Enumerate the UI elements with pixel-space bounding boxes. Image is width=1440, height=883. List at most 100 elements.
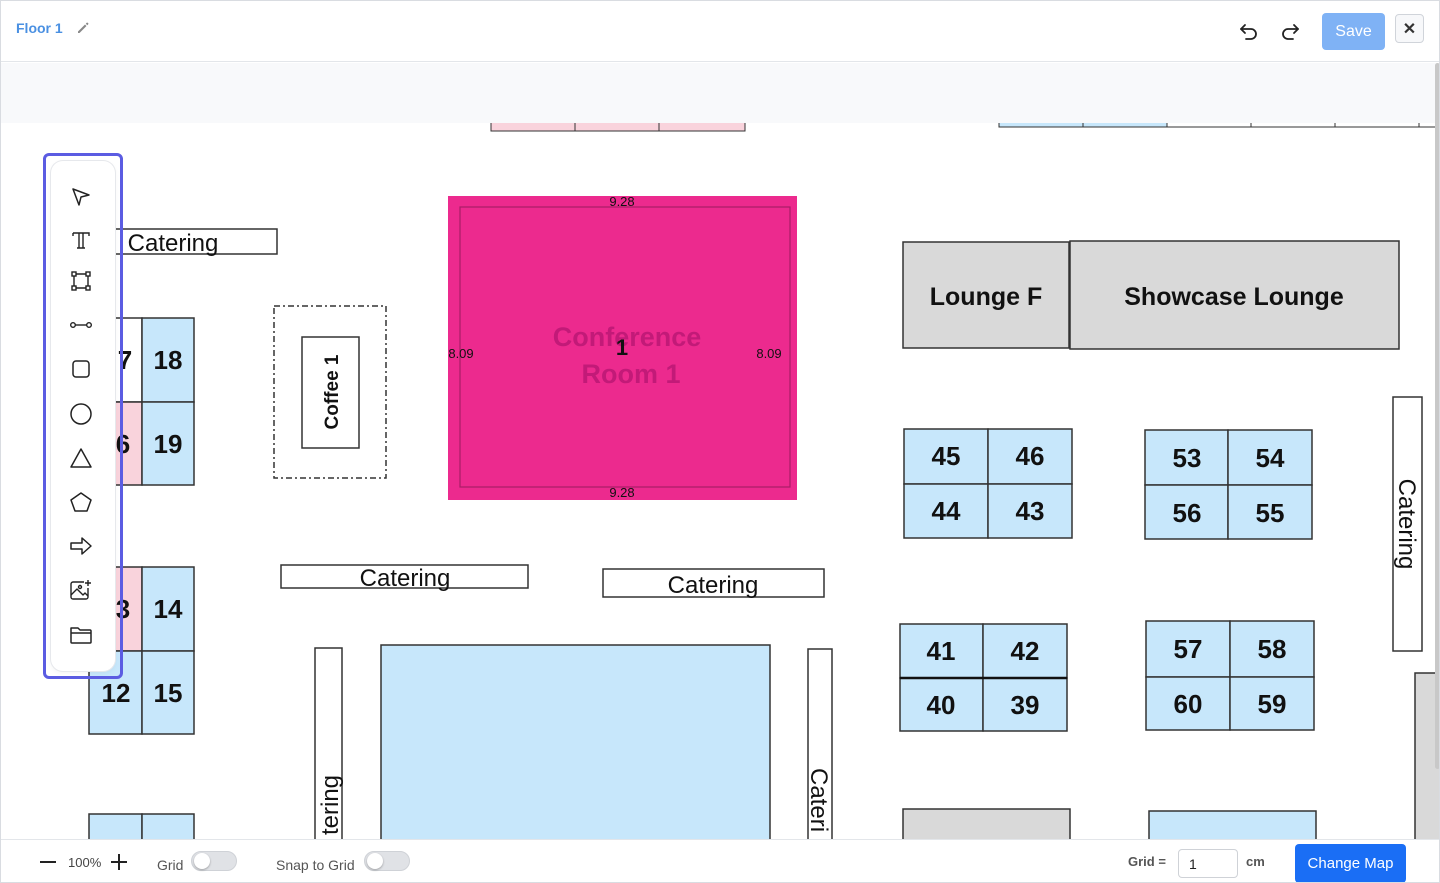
- booth-label: 57: [1174, 634, 1203, 664]
- grid-size-label: Grid =: [1128, 854, 1166, 869]
- text-icon: [72, 232, 90, 249]
- booth-label: 55: [1256, 498, 1285, 528]
- grid-unit-label: cm: [1246, 854, 1265, 869]
- add-image-icon: [70, 580, 91, 600]
- floor-title[interactable]: Floor 1: [16, 20, 63, 36]
- vertical-scrollbar[interactable]: [1435, 63, 1439, 769]
- add-image-tool[interactable]: [69, 578, 93, 602]
- toggle-knob: [367, 853, 383, 869]
- transform-tool[interactable]: [69, 269, 93, 293]
- dimension-left: 8.09: [448, 346, 473, 361]
- booth-block-53[interactable]: 53 54 56 55: [1144, 429, 1313, 540]
- grid-size-input[interactable]: [1178, 849, 1238, 878]
- catering-label: Catering: [1393, 479, 1420, 570]
- booth-label: 12: [102, 678, 131, 708]
- triangle-tool[interactable]: [69, 446, 93, 470]
- catering-label: Cateri: [805, 768, 832, 832]
- booth-label: 45: [932, 441, 961, 471]
- redo-icon[interactable]: [1278, 20, 1302, 44]
- arrow-tool[interactable]: [69, 534, 93, 558]
- change-map-button[interactable]: Change Map: [1295, 844, 1406, 882]
- conference-room-selected[interactable]: Conference Room 1 1 9.28 9.28 8.09 8.09: [448, 194, 797, 500]
- booth-label: 42: [1011, 636, 1040, 666]
- select-tool[interactable]: [69, 185, 93, 209]
- coffee-label: Coffee 1: [322, 354, 343, 429]
- booth-label: 56: [1173, 498, 1202, 528]
- transform-icon: [71, 271, 91, 291]
- booth-label: 18: [154, 345, 183, 375]
- booth-label: 15: [154, 678, 183, 708]
- catering-area-middle-left[interactable]: Catering: [280, 564, 529, 592]
- catering-area-middle-right[interactable]: Catering: [602, 568, 825, 599]
- snap-to-grid-toggle[interactable]: [364, 851, 410, 871]
- rectangle-tool[interactable]: [69, 357, 93, 381]
- editor-footer: 100% Grid Snap to Grid Grid = cm Change …: [1, 839, 1439, 882]
- line-tool[interactable]: [69, 313, 93, 337]
- catering-area-lower-left[interactable]: tering: [314, 647, 344, 839]
- triangle-icon: [70, 448, 92, 468]
- folder-tool[interactable]: [69, 623, 93, 647]
- cursor-icon: [72, 188, 90, 206]
- rectangle-icon: [72, 360, 90, 378]
- booth-label: 46: [1016, 441, 1045, 471]
- zoom-level: 100%: [68, 855, 102, 870]
- booth-label: 3: [116, 594, 130, 624]
- showcase-lounge[interactable]: Showcase Lounge: [1069, 240, 1400, 350]
- bottom-partial-shapes: [88, 672, 1439, 839]
- room-name-line2: Room 1: [581, 359, 680, 389]
- close-icon: ✕: [1402, 20, 1417, 38]
- room-name-line1: Conference: [553, 322, 702, 352]
- lounge-f[interactable]: Lounge F: [902, 241, 1070, 349]
- booth-label: 14: [154, 594, 183, 624]
- grid-toggle[interactable]: [191, 851, 237, 871]
- dimension-top: 9.28: [609, 194, 634, 209]
- undo-icon[interactable]: [1237, 20, 1261, 44]
- map-canvas[interactable]: Catering 7 18 6 19 Coffee 1: [1, 63, 1439, 839]
- booth-block-left-upper[interactable]: 7 18 6 19: [105, 317, 195, 486]
- zoom-out-icon[interactable]: [38, 852, 58, 872]
- catering-label: Catering: [668, 572, 759, 599]
- room-id: 1: [616, 335, 628, 360]
- exhibit-hall-area[interactable]: [380, 644, 771, 839]
- booth-label: 44: [932, 496, 961, 526]
- booth-block-57[interactable]: 57 58 60 59: [1145, 620, 1315, 731]
- catering-label: tering: [317, 775, 344, 835]
- booth-label: 43: [1016, 496, 1045, 526]
- dimension-right: 8.09: [756, 346, 781, 361]
- editor-header: Floor 1 Save ✕: [1, 1, 1439, 62]
- coffee-station[interactable]: Coffee 1: [273, 305, 387, 479]
- drawing-toolbar: [51, 161, 115, 671]
- booth-label: 6: [116, 429, 130, 459]
- line-icon: [70, 321, 93, 328]
- circle-tool[interactable]: [69, 402, 93, 426]
- close-button[interactable]: ✕: [1395, 14, 1424, 43]
- catering-area-lower-right[interactable]: Cateri: [805, 648, 833, 839]
- booth-label: 39: [1011, 690, 1040, 720]
- booth-block-41[interactable]: 41 42 40 39: [899, 623, 1068, 732]
- snap-toggle-label: Snap to Grid: [276, 857, 355, 873]
- booth-block-45[interactable]: 45 46 44 43: [903, 428, 1073, 539]
- pencil-icon[interactable]: [75, 20, 91, 36]
- toggle-knob: [194, 853, 210, 869]
- catering-area-right[interactable]: Catering: [1392, 396, 1423, 652]
- showcase-lounge-label: Showcase Lounge: [1124, 283, 1344, 311]
- circle-icon: [70, 403, 92, 425]
- zoom-in-icon[interactable]: [109, 852, 129, 872]
- catering-label: Catering: [360, 565, 451, 592]
- booth-label: 19: [154, 429, 183, 459]
- catering-label: Catering: [128, 230, 219, 257]
- catering-area-top-left[interactable]: Catering: [105, 228, 278, 257]
- floorplan-drawing[interactable]: Catering 7 18 6 19 Coffee 1: [1, 63, 1439, 839]
- grid-toggle-label: Grid: [157, 857, 184, 873]
- text-tool[interactable]: [69, 228, 93, 252]
- save-button[interactable]: Save: [1322, 13, 1385, 50]
- booth-label: 58: [1258, 634, 1287, 664]
- booth-label: 59: [1258, 689, 1287, 719]
- folder-icon: [70, 627, 92, 644]
- lounge-f-label: Lounge F: [930, 283, 1042, 311]
- pentagon-icon: [70, 492, 92, 512]
- booth-label: 60: [1174, 689, 1203, 719]
- booth-label: 40: [927, 690, 956, 720]
- polygon-tool[interactable]: [69, 490, 93, 514]
